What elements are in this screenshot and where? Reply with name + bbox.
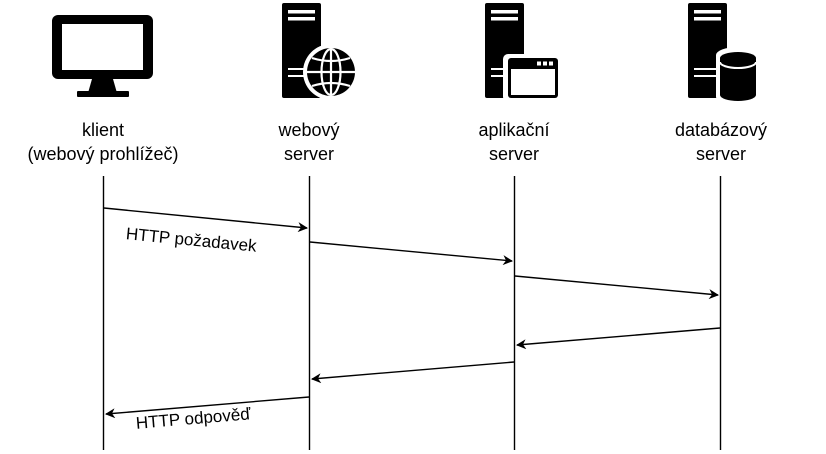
participant-label-db-server: databázový server xyxy=(611,118,826,166)
participant-label-app-server: aplikační server xyxy=(404,118,624,166)
participant-label-client: klient (webový prohlížeč) xyxy=(0,118,213,166)
participant-role: server xyxy=(488,144,539,164)
application-server-icon xyxy=(485,3,563,102)
participant-name: webový xyxy=(278,120,340,140)
message-arrow-http-response xyxy=(105,396,310,419)
web-server-icon xyxy=(282,3,359,100)
message-arrow-db-to-app xyxy=(516,327,721,350)
message-arrow-app-to-db xyxy=(514,275,719,300)
database-server-icon xyxy=(688,3,760,105)
message-arrow-http-request xyxy=(103,207,308,233)
monitor-icon xyxy=(52,15,153,97)
participant-role: server xyxy=(283,144,334,164)
participant-name: databázový xyxy=(674,120,768,140)
participant-name: klient xyxy=(81,120,125,140)
message-arrow-app-to-web xyxy=(311,361,515,384)
participant-role: server xyxy=(695,144,746,164)
message-arrow-web-to-app xyxy=(309,241,513,266)
participant-name: aplikační xyxy=(478,120,550,140)
participant-label-web-server: webový server xyxy=(199,118,419,166)
participant-role: (webový prohlížeč) xyxy=(27,144,179,164)
